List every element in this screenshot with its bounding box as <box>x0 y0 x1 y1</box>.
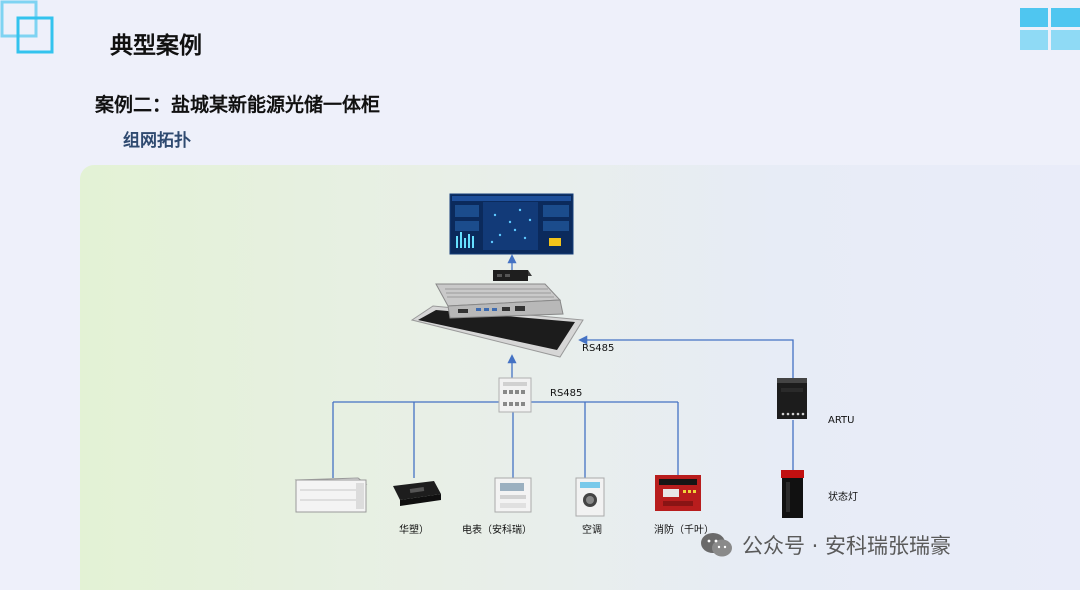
section-heading: 组网拓扑 <box>123 131 191 151</box>
wechat-icon <box>701 533 732 557</box>
fire-panel-image <box>655 475 701 511</box>
artu-device-image <box>777 378 807 419</box>
rs485-label-bus: RS485 <box>550 388 583 399</box>
corner-decoration-left <box>0 0 54 54</box>
gateway-device-image <box>493 270 532 281</box>
energy-meter-image <box>494 477 532 513</box>
ac-controller-image <box>575 477 605 517</box>
status-light-image <box>781 470 804 518</box>
status-light-label: 状态灯 <box>828 492 858 503</box>
collector-module-image <box>498 377 532 413</box>
connection-lines <box>332 254 794 478</box>
link-artu-to-panelpc <box>578 335 794 378</box>
watermark: 公众号 · 安科瑞张瑞豪 <box>700 530 951 560</box>
fire-label: 消防（千叶） <box>654 525 714 536</box>
artu-label: ARTU <box>828 415 855 426</box>
monitoring-screen-image <box>449 193 574 255</box>
huasu-device-image <box>393 481 441 506</box>
battery-unit-image <box>294 477 368 513</box>
rs485-label-top: RS485 <box>582 343 615 354</box>
ac-label: 空调 <box>582 525 602 536</box>
corner-decoration-right <box>1020 8 1080 50</box>
huasu-label: 华塑） <box>399 525 429 536</box>
page-title: 典型案例 <box>110 33 202 59</box>
meter-label: 电表（安科瑞） <box>462 525 532 536</box>
panel-pc-image <box>410 283 584 358</box>
watermark-text: 公众号 · 安科瑞张瑞豪 <box>742 534 952 558</box>
case-title: 案例二：盐城某新能源光储一体柜 <box>95 94 381 116</box>
diagram-panel <box>80 165 1080 590</box>
